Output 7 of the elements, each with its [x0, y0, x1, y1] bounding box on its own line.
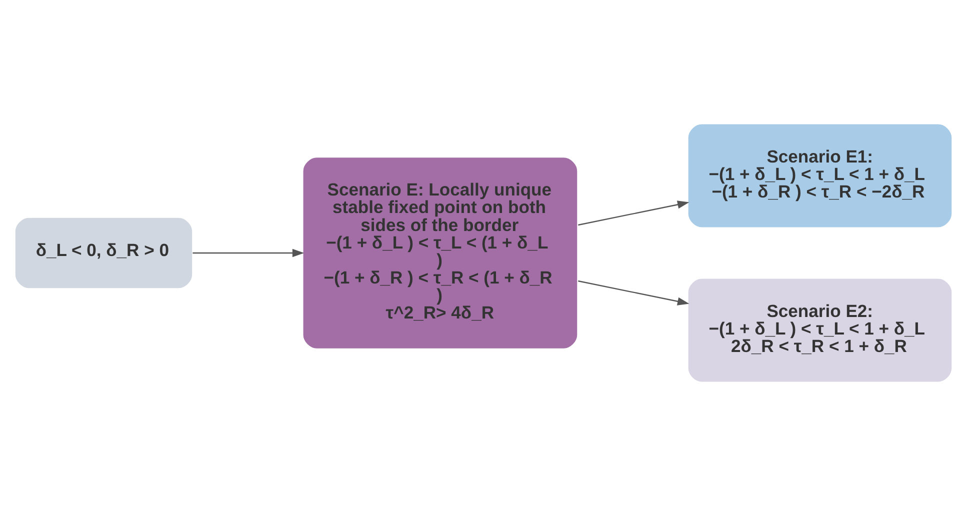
arrow: [578, 280, 689, 306]
arrow: [192, 248, 304, 258]
node-box: δ_L < 0, δ_R > 0: [14, 216, 193, 290]
node-box: Scenario E: Locally unique stable fixed point on both sides of the border −(1 + δ_L ) < τ_L < (1 + δ_L ) −(1 + δ_R ) < τ_R < (1 + δ_R ) τ^2_R> 4δ_R: [302, 156, 578, 350]
node-box: Scenario E2: −(1 + δ_L ) < τ_L < 1 + δ_L 2δ_R < τ_R < 1 + δ_R: [686, 278, 952, 383]
node-box: Scenario E1: −(1 + δ_L ) < τ_L < 1 + δ_L −(1 + δ_R ) < τ_R < −2δ_R: [686, 123, 952, 228]
arrow: [578, 200, 689, 226]
